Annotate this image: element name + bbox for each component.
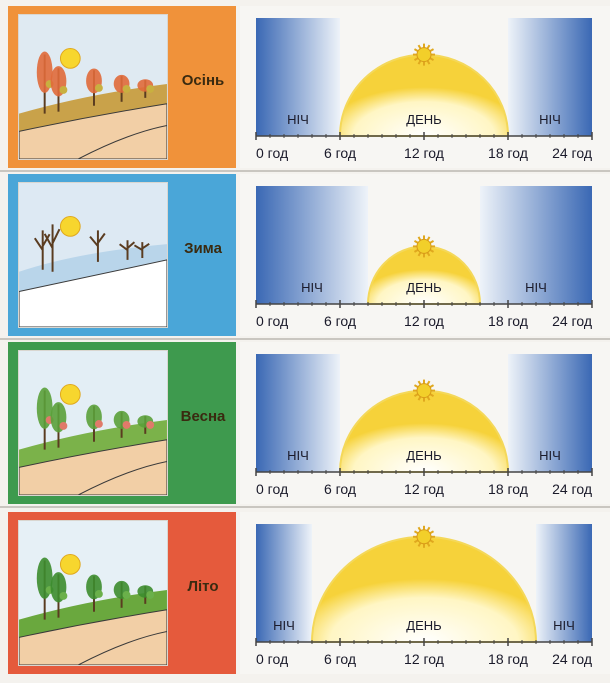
tick-label: 6 год <box>324 145 356 161</box>
tree-leaves <box>59 422 68 430</box>
day-label: ДЕНЬ <box>406 112 441 127</box>
tick-label: 18 год <box>488 145 528 161</box>
sun-icon <box>59 554 81 575</box>
tree-leaves <box>94 420 103 428</box>
night-block-evening <box>480 186 592 304</box>
season-label: Весна <box>180 408 226 425</box>
tick-label: 18 год <box>488 651 528 667</box>
sun-icon <box>59 384 81 405</box>
tick-label: 24 год <box>552 651 592 667</box>
night-label: НІЧ <box>301 280 323 295</box>
season-label: Осінь <box>181 72 225 89</box>
day-label: ДЕНЬ <box>406 618 441 633</box>
night-label: НІЧ <box>525 280 547 295</box>
tick-label: 12 год <box>404 481 444 497</box>
night-block-evening <box>536 524 592 642</box>
sun-icon <box>59 48 81 69</box>
landscape-illustration <box>18 520 168 666</box>
tick-label: 12 год <box>404 313 444 329</box>
sun-icon <box>413 379 435 402</box>
season-panel: Літо <box>8 512 236 674</box>
sun-icon <box>413 525 435 548</box>
tick-label: 18 год <box>488 313 528 329</box>
tick-label: 24 год <box>552 481 592 497</box>
night-block-evening <box>508 354 592 472</box>
night-block-evening <box>508 18 592 136</box>
tree-leaves <box>59 592 68 600</box>
night-block-morning <box>256 354 340 472</box>
sun-icon <box>59 216 81 237</box>
tree-leaves <box>146 421 155 429</box>
tree-leaves <box>94 590 103 598</box>
night-label: НІЧ <box>539 112 561 127</box>
day-night-chart: НІЧ НІЧ ДЕНЬ 0 год 6 год 12 год 18 год 24 год <box>240 174 610 336</box>
night-label: НІЧ <box>539 448 561 463</box>
tick-label: 12 год <box>404 651 444 667</box>
night-block-morning <box>256 186 368 304</box>
tick-label: 24 год <box>552 313 592 329</box>
path-edge <box>77 124 167 159</box>
night-label: НІЧ <box>553 618 575 633</box>
row-divider <box>0 170 610 172</box>
season-panel: Зима <box>8 174 236 336</box>
night-label: НІЧ <box>287 448 309 463</box>
tick-label: 12 год <box>404 145 444 161</box>
tree-leaves <box>146 85 155 93</box>
tick-label: 6 год <box>324 313 356 329</box>
night-block-morning <box>256 524 312 642</box>
tree-leaves <box>122 421 131 429</box>
landscape-illustration <box>18 350 168 496</box>
sand-path <box>19 439 167 495</box>
tree-leaves <box>59 86 68 94</box>
sand-path <box>19 609 167 665</box>
night-block-morning <box>256 18 340 136</box>
night-label: НІЧ <box>273 618 295 633</box>
landscape-illustration <box>18 182 168 328</box>
snow-ground <box>19 259 167 327</box>
day-night-chart: НІЧ НІЧ ДЕНЬ 0 год 6 год 12 год 18 год 24 год <box>240 6 610 168</box>
bare-tree <box>33 230 51 270</box>
tree-leaves <box>94 84 103 92</box>
season-label: Зима <box>184 240 222 257</box>
sand-path <box>19 103 167 159</box>
bare-tree <box>89 230 106 262</box>
sun-icon <box>413 235 435 258</box>
tree-leaves <box>122 591 131 599</box>
night-label: НІЧ <box>287 112 309 127</box>
tick-label: 18 год <box>488 481 528 497</box>
day-label: ДЕНЬ <box>406 448 441 463</box>
tick-label: 6 год <box>324 651 356 667</box>
tick-label: 0 год <box>256 651 288 667</box>
bare-tree <box>43 224 61 272</box>
day-night-chart: НІЧ НІЧ ДЕНЬ 0 год 6 год 12 год 18 год 24 год <box>240 512 610 674</box>
bare-tree <box>133 242 150 258</box>
row-divider <box>0 506 610 508</box>
bare-tree <box>119 240 136 260</box>
path-edge <box>77 630 167 665</box>
tick-label: 0 год <box>256 481 288 497</box>
day-night-chart: НІЧ НІЧ ДЕНЬ 0 год 6 год 12 год 18 год 24 год <box>240 342 610 504</box>
day-label: ДЕНЬ <box>406 280 441 295</box>
season-label: Літо <box>187 578 219 595</box>
landscape-illustration <box>18 14 168 160</box>
tick-label: 6 год <box>324 481 356 497</box>
season-panel: Осінь <box>8 6 236 168</box>
season-panel: Весна <box>8 342 236 504</box>
tick-label: 0 год <box>256 313 288 329</box>
tick-label: 0 год <box>256 145 288 161</box>
row-divider <box>0 338 610 340</box>
tick-label: 24 год <box>552 145 592 161</box>
path-edge <box>77 460 167 495</box>
sun-icon <box>413 43 435 66</box>
tree-leaves <box>122 85 131 93</box>
tree-leaves <box>146 591 155 599</box>
